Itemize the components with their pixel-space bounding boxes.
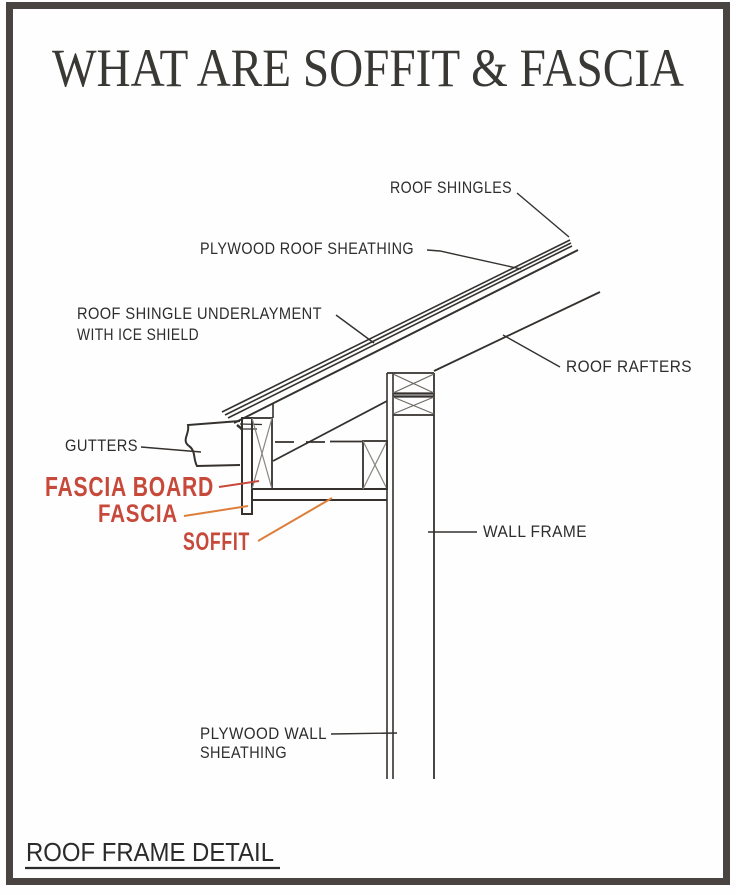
sheathing-line [233,249,579,424]
label-underlayment-line1: ROOF SHINGLE UNDERLAYMENT [77,304,322,323]
footer: ROOF FRAME DETAIL [25,837,280,870]
underlayment-line [227,245,573,419]
label-roof-rafters: ROOF RAFTERS [566,357,692,376]
label-fascia-board: FASCIA BOARD [45,471,214,502]
label-plywood-wall-line1: PLYWOOD WALL [200,724,327,743]
label-wall-frame: WALL FRAME [483,522,587,541]
roof-rafters-leader [502,334,561,368]
underlayment-leader [335,314,375,344]
rafter-upper-segment [433,291,601,372]
label-soffit: SOFFIT [183,528,250,556]
wall-sheathing-leader [330,732,398,735]
label-roof-shingles: ROOF SHINGLES [390,178,512,197]
page-title: WHAT ARE SOFFIT & FASCIA [52,38,684,98]
plate-brace-4 [392,396,435,415]
fascia-leader [183,505,249,517]
label-gutters: GUTTERS [65,436,138,455]
wall-assembly [386,372,435,779]
shingle-line-2 [224,242,572,416]
shingle-line-1 [221,239,571,413]
leader-lines [140,192,570,735]
gutter-profile [184,420,241,468]
gutters-leader [140,446,202,453]
fascia-board-leader [218,480,260,488]
label-plywood-roof-sheathing: PLYWOOD ROOF SHEATHING [200,239,414,258]
footer-caption: ROOF FRAME DETAIL [26,837,274,867]
rafter-eave-segment [272,400,388,462]
highlight-labels: FASCIA BOARD FASCIA SOFFIT [45,471,250,556]
roof-shingles-leader [516,192,570,238]
rafter-lines [272,291,601,462]
soffit-leader [257,497,333,542]
label-fascia: FASCIA [98,500,178,528]
plate-brace-2 [392,373,435,394]
label-plywood-wall-line2: SHEATHING [200,743,287,762]
roof-sheathing-leader [426,249,522,270]
fascia-board-shape [241,417,253,515]
sub-fascia-brace-2 [251,417,273,490]
diagram-labels: ROOF SHINGLES PLYWOOD ROOF SHEATHING ROO… [65,178,692,762]
roof-band [221,239,579,424]
gutter [184,420,263,468]
soffit-blocking-brace-2 [362,440,388,490]
label-underlayment-line2: WITH ICE SHIELD [77,325,199,344]
eave-assembly [241,417,388,515]
